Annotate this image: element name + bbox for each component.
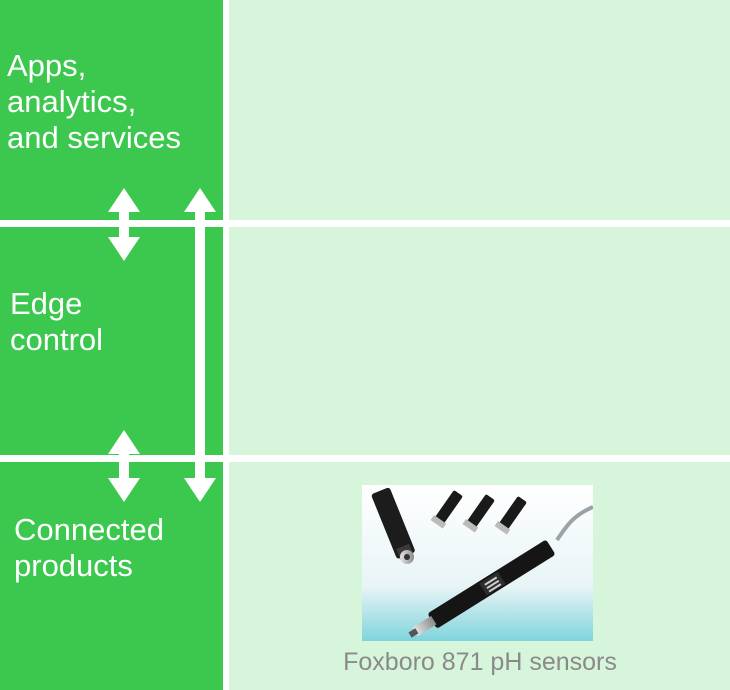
label-line: Connected — [14, 512, 164, 547]
layer-apps-analytics-services: Apps, analytics, and services — [0, 0, 223, 220]
label-line: products — [14, 548, 133, 583]
long-double-arrow-icon — [184, 188, 216, 502]
panel-apps — [229, 0, 730, 220]
label-line: Edge — [10, 286, 83, 321]
ph-sensors-photo — [362, 485, 593, 641]
label-line: and services — [7, 120, 182, 155]
label-line: Apps, — [7, 48, 87, 83]
label-line: analytics, — [7, 84, 137, 119]
layer-edge-control: Edge control — [0, 227, 223, 455]
product-caption: Foxboro 871 pH sensors — [343, 648, 617, 676]
label-line: control — [10, 322, 104, 357]
double-arrow-icon — [108, 430, 140, 502]
layer-label-connected: Connected products — [14, 512, 164, 584]
panel-edge — [229, 227, 730, 455]
layer-label-edge: Edge control — [10, 286, 103, 358]
double-arrow-icon — [108, 188, 140, 261]
layer-connected-products: Connected products — [0, 462, 223, 690]
layer-label-apps: Apps, analytics, and services — [7, 48, 181, 156]
